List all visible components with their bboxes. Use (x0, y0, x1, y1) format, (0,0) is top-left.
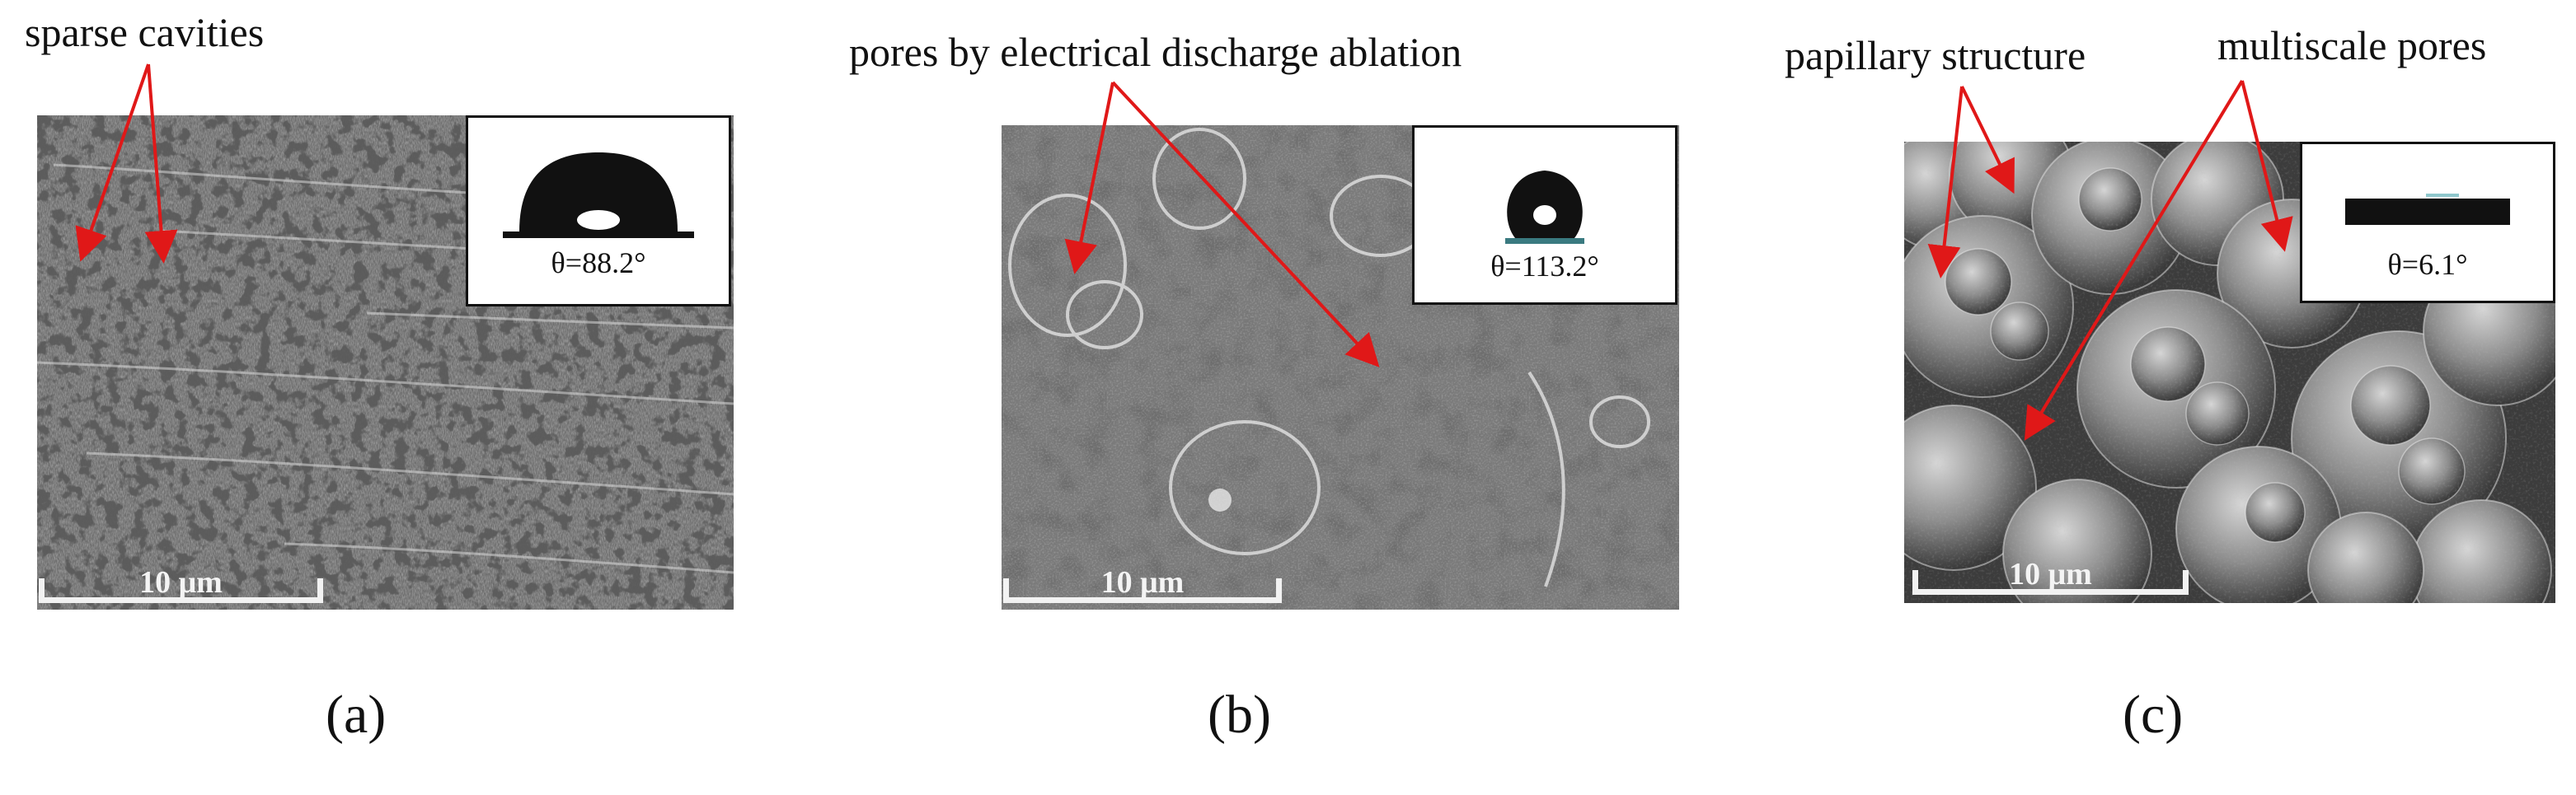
arrow-papillary-2 (1960, 86, 2015, 194)
scale-bar-c: 10 μm (1912, 559, 2189, 595)
contact-angle-inset-c: θ=6.1° (2300, 142, 2555, 303)
arrow-multiscale-pores-1 (2024, 79, 2244, 441)
arrow-multiscale-pores-2 (2241, 80, 2293, 252)
sem-texture-c (1904, 142, 2555, 603)
arrow-sparse-cavities-1 (75, 63, 150, 262)
arrow-ablation-pores-2 (1111, 81, 1380, 367)
contact-angle-label-a: θ=88.2° (551, 246, 646, 279)
contact-angle-inset-a: θ=88.2° (466, 115, 731, 306)
droplet-icon (1505, 171, 1584, 244)
annotation-sparse-cavities: sparse cavities (25, 9, 265, 55)
panel-label-b: (b) (1208, 685, 1271, 745)
scale-bar-label-a: 10 μm (139, 565, 223, 600)
contact-angle-inset-b: θ=113.2° (1412, 125, 1677, 305)
annotation-pores-by-electrical-discharge-ablation: pores by electrical discharge ablation (849, 29, 1462, 75)
arrow-papillary-1 (1927, 86, 1964, 278)
sem-texture-b (1002, 125, 1679, 610)
annotation-multiscale-pores: multiscale pores (2217, 22, 2487, 68)
droplet-icon (2345, 194, 2510, 225)
annotation-papillary-structure: papillary structure (1785, 32, 2086, 78)
panel-label-c: (c) (2123, 685, 2184, 745)
arrow-ablation-pores-1 (1064, 82, 1114, 274)
sem-image-a: θ=88.2° 10 μm (37, 115, 734, 610)
scale-bar-label-b: 10 μm (1100, 565, 1185, 600)
panel-label-a: (a) (326, 685, 387, 745)
sem-image-c: θ=6.1° 10 μm (1904, 142, 2555, 603)
droplet-icon (503, 152, 694, 238)
scale-bar-label-c: 10 μm (2009, 557, 2092, 592)
sem-image-b: θ=113.2° 10 μm (1002, 125, 1679, 610)
scale-bar-a: 10 μm (39, 567, 323, 603)
contact-angle-label-b: θ=113.2° (1490, 250, 1599, 283)
contact-angle-label-c: θ=6.1° (2387, 248, 2468, 281)
arrow-sparse-cavities-2 (144, 63, 178, 264)
scale-bar-b: 10 μm (1003, 567, 1282, 603)
